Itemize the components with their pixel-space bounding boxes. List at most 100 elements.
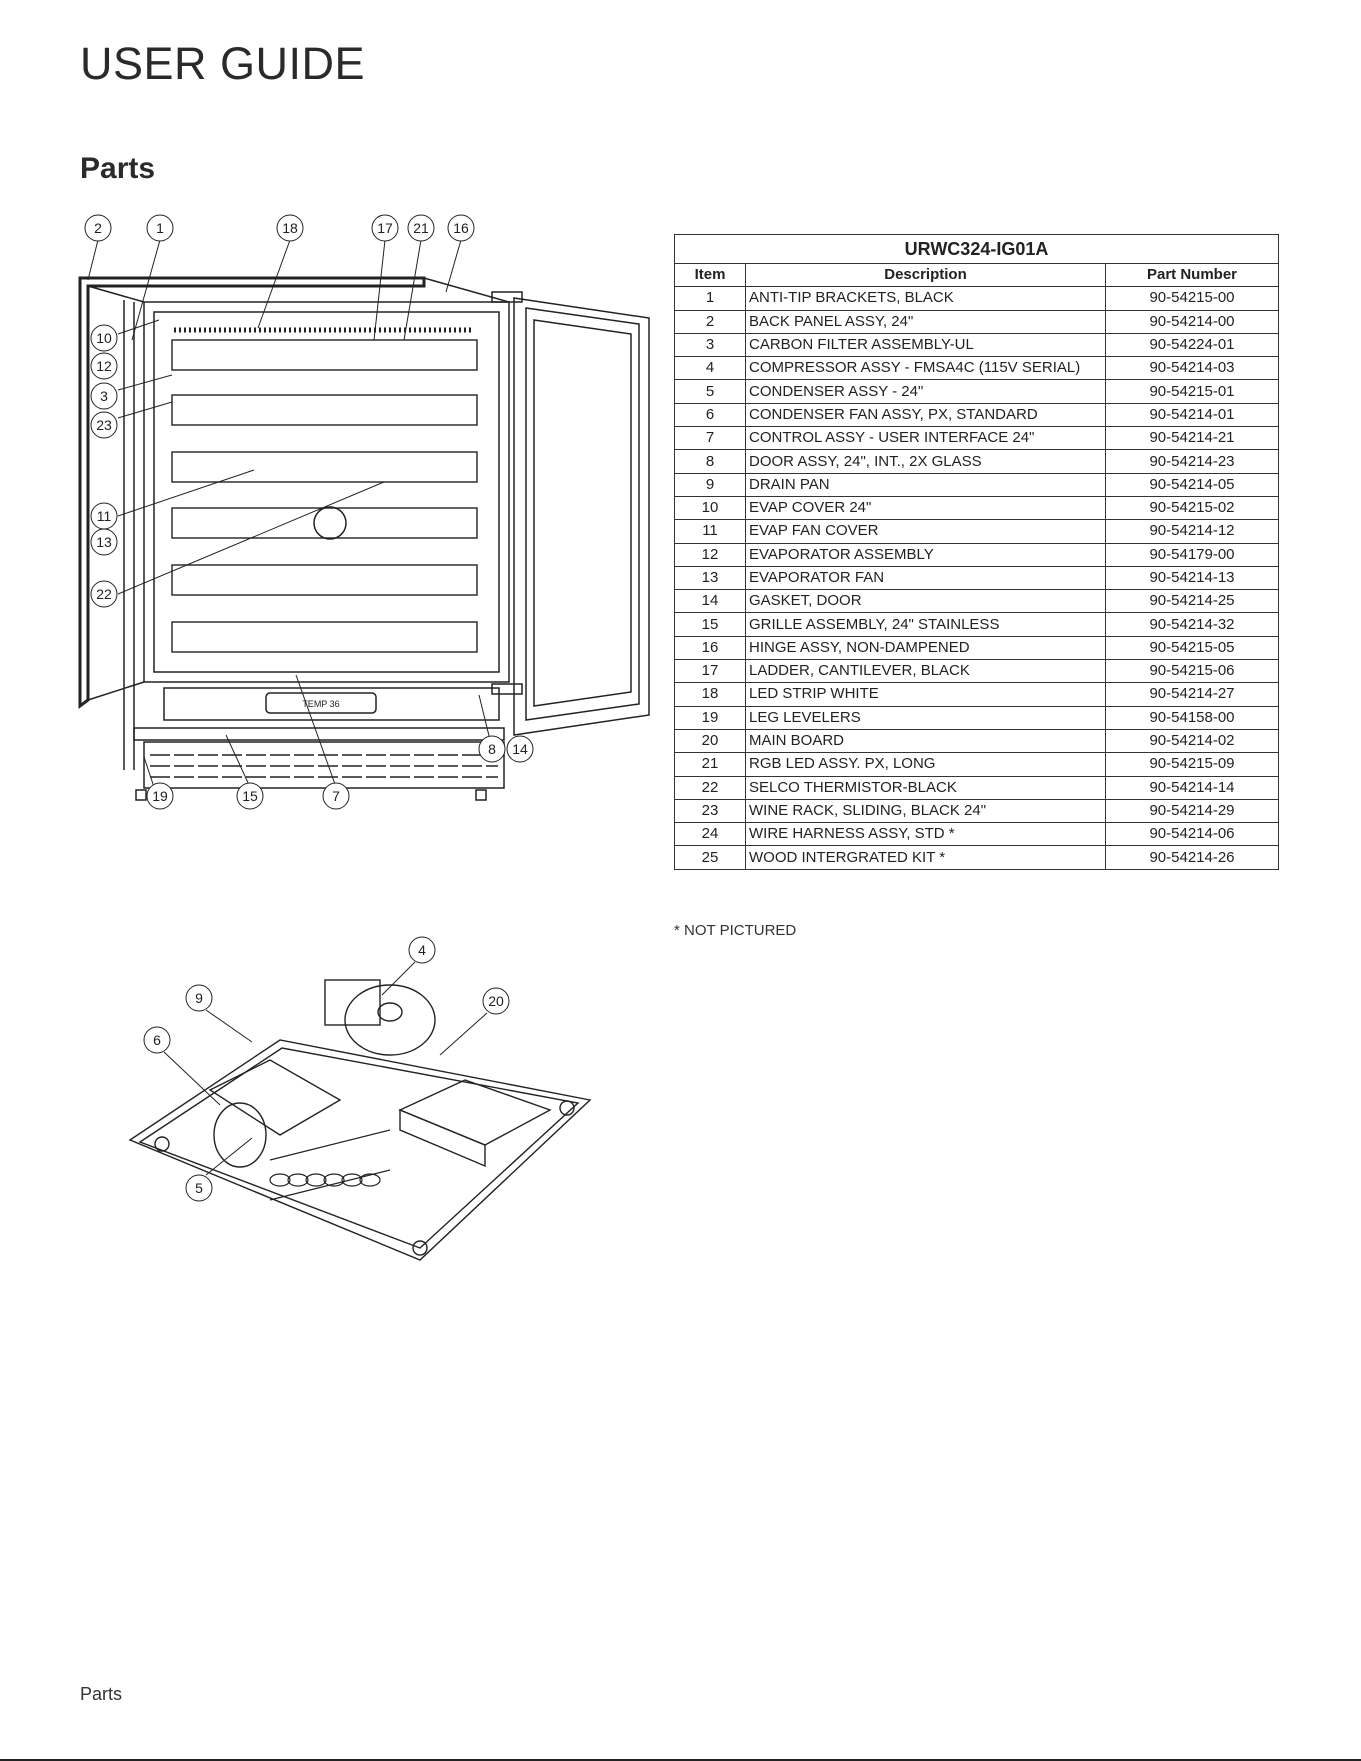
cell-item: 16	[674, 635, 746, 661]
callout-4: 4	[408, 936, 436, 964]
cell-part-number: 90-54215-01	[1105, 379, 1279, 404]
cell-description: RGB LED ASSY. PX, LONG	[745, 752, 1106, 777]
base-plate-outline	[128, 979, 592, 1261]
cell-item: 14	[674, 589, 746, 614]
cell-part-number: 90-54214-32	[1105, 612, 1279, 637]
callout-2: 2	[84, 214, 112, 242]
callout-19: 19	[146, 782, 174, 810]
cell-item: 24	[674, 822, 746, 847]
callout-21: 21	[407, 214, 435, 242]
cell-description: GASKET, DOOR	[745, 589, 1106, 614]
cell-description: CARBON FILTER ASSEMBLY-UL	[745, 332, 1106, 358]
callout-8: 8	[478, 735, 506, 763]
cell-item: 5	[674, 379, 746, 404]
cell-description: EVAPORATOR ASSEMBLY	[745, 542, 1106, 567]
table-model-header: URWC324-IG01A	[674, 234, 1279, 264]
control-display-text: TEMP 36	[302, 699, 339, 709]
cell-item: 21	[674, 752, 746, 777]
callout-10: 10	[90, 324, 118, 352]
svg-text:9: 9	[195, 990, 203, 1006]
callout-1: 1	[146, 214, 174, 242]
svg-text:23: 23	[96, 417, 112, 433]
cell-part-number: 90-54214-02	[1105, 728, 1279, 754]
column-header-item: Item	[674, 262, 746, 288]
cell-item: 7	[674, 426, 746, 451]
cell-item: 25	[674, 845, 746, 870]
cell-description: EVAP COVER 24"	[745, 495, 1106, 521]
svg-text:19: 19	[152, 788, 168, 804]
cell-part-number: 90-54214-14	[1105, 775, 1279, 800]
cell-part-number: 90-54179-00	[1105, 542, 1279, 567]
cell-part-number: 90-54215-02	[1105, 495, 1279, 521]
callout-9: 9	[185, 984, 213, 1012]
cell-description: WOOD INTERGRATED KIT *	[745, 845, 1106, 870]
svg-text:8: 8	[488, 741, 496, 757]
svg-text:5: 5	[195, 1180, 203, 1196]
cell-part-number: 90-54214-05	[1105, 472, 1279, 497]
callout-23: 23	[90, 411, 118, 439]
not-pictured-note: * NOT PICTURED	[674, 922, 797, 939]
svg-text:17: 17	[377, 220, 393, 236]
callout-16: 16	[447, 214, 475, 242]
cell-part-number: 90-54158-00	[1105, 705, 1279, 730]
cell-description: MAIN BOARD	[745, 728, 1106, 754]
cell-item: 11	[674, 519, 746, 544]
cell-description: EVAPORATOR FAN	[745, 565, 1106, 591]
cell-description: LED STRIP WHITE	[745, 682, 1106, 707]
cell-description: LEG LEVELERS	[745, 705, 1106, 730]
cell-part-number: 90-54224-01	[1105, 332, 1279, 358]
cell-description: CONDENSER ASSY - 24"	[745, 379, 1106, 404]
svg-text:6: 6	[153, 1032, 161, 1048]
column-header-description: Description	[745, 262, 1106, 288]
cell-part-number: 90-54215-06	[1105, 659, 1279, 684]
cell-part-number: 90-54214-25	[1105, 589, 1279, 614]
callout-15: 15	[236, 782, 264, 810]
cell-item: 23	[674, 798, 746, 824]
cell-description: DOOR ASSY, 24", INT., 2X GLASS	[745, 449, 1106, 474]
cell-part-number: 90-54214-03	[1105, 356, 1279, 381]
cell-part-number: 90-54214-27	[1105, 682, 1279, 707]
cell-part-number: 90-54215-05	[1105, 635, 1279, 661]
svg-text:11: 11	[97, 508, 112, 524]
cell-description: WINE RACK, SLIDING, BLACK 24"	[745, 798, 1106, 824]
callout-6: 6	[143, 1026, 171, 1054]
cell-description: GRILLE ASSEMBLY, 24" STAINLESS	[745, 612, 1106, 637]
callout-7: 7	[322, 782, 350, 810]
cell-item: 12	[674, 542, 746, 567]
svg-text:15: 15	[242, 788, 258, 804]
callout-14: 14	[506, 735, 534, 763]
cell-part-number: 90-54214-00	[1105, 309, 1279, 334]
footer-rule	[0, 1759, 1361, 1761]
cell-item: 22	[674, 775, 746, 800]
svg-text:22: 22	[96, 586, 112, 602]
cell-part-number: 90-54214-23	[1105, 449, 1279, 474]
cell-item: 10	[674, 495, 746, 521]
cell-part-number: 90-54215-09	[1105, 752, 1279, 777]
machine-compartment-diagram: 4 9 20 6 5	[128, 936, 592, 1261]
cell-description: BACK PANEL ASSY, 24"	[745, 309, 1106, 334]
callout-20: 20	[482, 987, 510, 1015]
cell-description: WIRE HARNESS ASSY, STD *	[745, 822, 1106, 847]
svg-text:10: 10	[96, 330, 112, 346]
cell-item: 15	[674, 612, 746, 637]
